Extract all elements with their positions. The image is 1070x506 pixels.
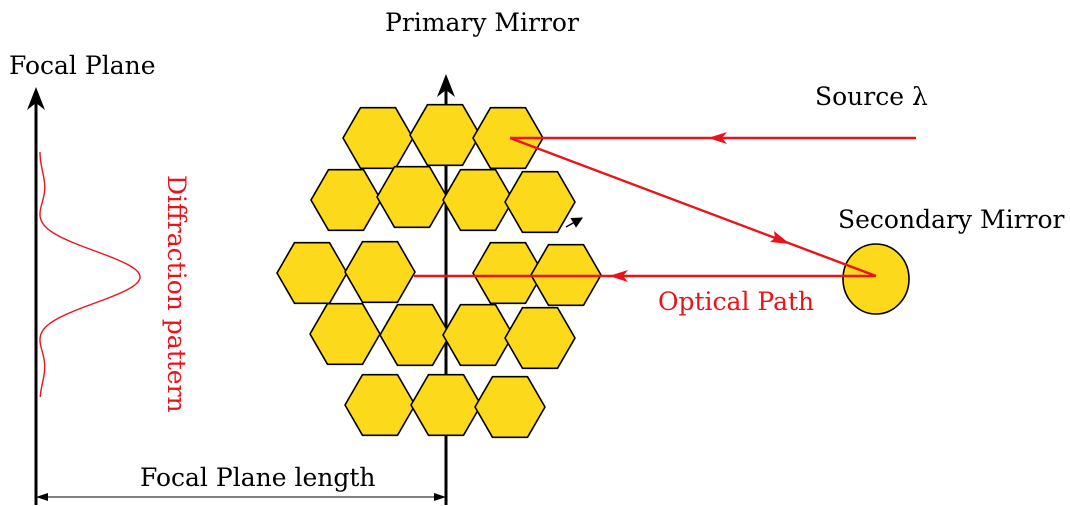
reflected-ray-arrowhead [770, 231, 790, 244]
mirror-segment [504, 170, 576, 234]
mirror-segment [410, 373, 482, 437]
return-ray-arrowhead [609, 270, 628, 282]
mirror-segment [310, 168, 382, 232]
optical-path-label: Optical Path [658, 287, 814, 316]
mirror-normal-arrow [565, 217, 583, 228]
mirror-segment [504, 306, 576, 370]
mirror-segment [344, 373, 416, 437]
mirror-segment [442, 303, 514, 367]
secondary-mirror-label: Secondary Mirror [838, 205, 1065, 234]
focal-plane-length-label: Focal Plane length [140, 463, 376, 492]
mirror-segment [474, 375, 546, 439]
optical-rays [414, 132, 916, 282]
diffraction-pattern-curve [39, 151, 141, 398]
primary-mirror-segments [276, 103, 602, 439]
secondary-mirror [842, 243, 910, 315]
mirror-segment [376, 165, 448, 229]
primary-mirror-label: Primary Mirror [385, 8, 579, 37]
focal-plane-label: Focal Plane [9, 51, 156, 80]
mirror-segment [379, 303, 451, 367]
mirror-segment [342, 106, 414, 170]
mirror-segment [472, 241, 544, 305]
mirror-segment [309, 302, 381, 366]
mirror-segment [276, 241, 348, 305]
focal-plane-length-dimension [36, 493, 446, 501]
mirror-segment [344, 240, 416, 304]
source-label: Source λ [815, 82, 928, 111]
primary-mirror-arrowhead [437, 74, 455, 97]
mirror-segment [442, 168, 514, 232]
mirror-segment [472, 106, 544, 170]
diffraction-pattern-label: Diffraction pattern [162, 175, 191, 413]
incoming-ray-arrowhead [708, 132, 727, 144]
reflected-ray [509, 136, 877, 278]
focal-plane-arrowhead [27, 87, 45, 110]
mirror-segment [409, 103, 481, 167]
